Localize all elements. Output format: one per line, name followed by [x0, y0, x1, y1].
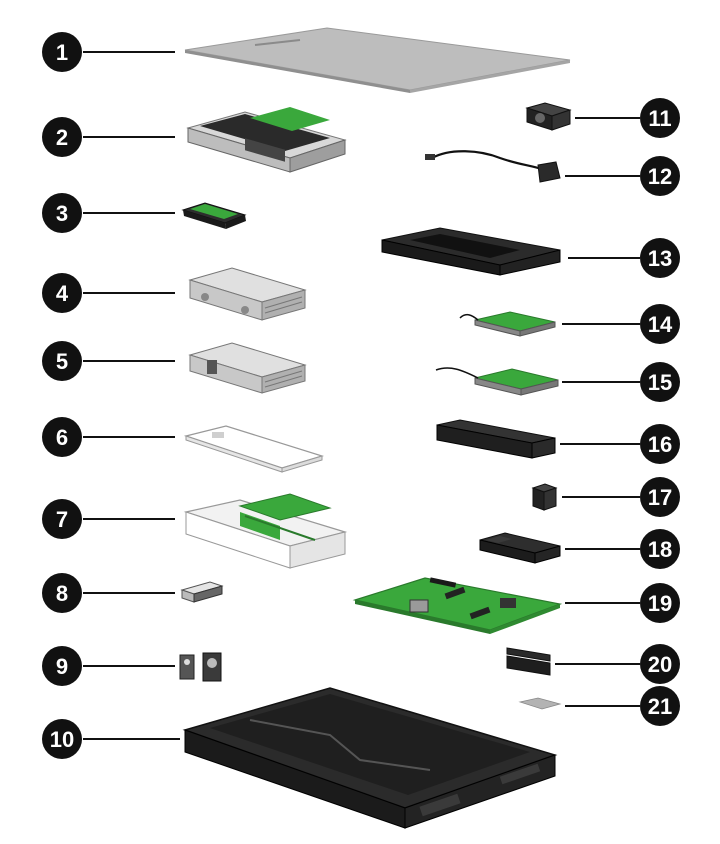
part-11-fan [525, 102, 572, 131]
callout-disc [42, 117, 82, 157]
callout-disc [640, 583, 680, 623]
callout-18: 18 [640, 529, 680, 569]
part-15-io-board-b [435, 367, 559, 396]
callout-number: 14 [648, 312, 673, 337]
callout-11: 11 [640, 98, 680, 138]
part-17-small-bracket [531, 483, 558, 511]
callout-disc [640, 156, 680, 196]
callout-9: 9 [42, 646, 82, 686]
callout-2: 2 [42, 117, 82, 157]
callout-disc [640, 98, 680, 138]
part-19-system-board [352, 577, 563, 634]
part-16-power-supply [436, 419, 556, 459]
callout-20: 20 [640, 644, 680, 684]
callout-7: 7 [42, 499, 82, 539]
callout-number: 21 [648, 694, 672, 719]
callout-16: 16 [640, 424, 680, 464]
callout-disc [42, 341, 82, 381]
part-2-graphics-card-cage [186, 107, 347, 173]
callout-number: 9 [56, 654, 68, 679]
callout-14: 14 [640, 304, 680, 344]
callout-number: 19 [648, 591, 672, 616]
callout-8: 8 [42, 573, 82, 613]
callout-number: 3 [56, 201, 68, 226]
callout-1: 1 [42, 32, 82, 72]
part-7-riser-card-assembly [183, 493, 348, 569]
leader-lines [83, 51, 640, 740]
callout-disc [640, 362, 680, 402]
callout-number: 17 [648, 485, 672, 510]
callout-19: 19 [640, 583, 680, 623]
callout-6: 6 [42, 417, 82, 457]
callout-disc [640, 529, 680, 569]
part-13-air-duct [381, 227, 561, 276]
part-14-io-board-a [459, 311, 556, 337]
callout-disc [640, 686, 680, 726]
callout-number: 16 [648, 432, 672, 457]
callout-disc [42, 417, 82, 457]
part-5-drive-cage-b [188, 342, 307, 394]
callout-disc [42, 32, 82, 72]
callout-number: 15 [648, 370, 672, 395]
callout-disc [42, 193, 82, 233]
callout-number: 11 [648, 106, 671, 131]
part-10-chassis [182, 687, 558, 829]
callout-15: 15 [640, 362, 680, 402]
part-1-access-panel [184, 27, 571, 93]
callout-number: 10 [50, 727, 74, 752]
part-12-cable [425, 150, 561, 183]
callout-13: 13 [640, 238, 680, 278]
part-9-front-ports-bracket [179, 652, 222, 682]
callout-number: 7 [56, 507, 68, 532]
callout-21: 21 [640, 686, 680, 726]
callout-number: 4 [56, 281, 69, 306]
callout-17: 17 [640, 477, 680, 517]
part-6-card-bracket-white [183, 425, 325, 473]
callouts-left: 1 2 3 4 5 6 7 8 [42, 32, 82, 759]
callout-3: 3 [42, 193, 82, 233]
callout-disc [42, 573, 82, 613]
callout-number: 5 [56, 349, 68, 374]
callout-disc [42, 646, 82, 686]
callout-disc [640, 238, 680, 278]
callout-number: 2 [56, 125, 68, 150]
callout-10: 10 [42, 719, 82, 759]
callout-number: 8 [56, 581, 68, 606]
callouts-right: 11 12 13 14 15 16 17 18 [640, 98, 680, 726]
callout-disc [42, 719, 82, 759]
callout-number: 13 [648, 246, 672, 271]
part-20-memory-modules [506, 647, 551, 676]
callout-number: 18 [648, 537, 672, 562]
callout-disc [42, 499, 82, 539]
part-3-ssd-module [181, 202, 247, 229]
callout-5: 5 [42, 341, 82, 381]
callout-number: 12 [648, 164, 672, 189]
callout-12: 12 [640, 156, 680, 196]
part-4-drive-cage-a [188, 267, 307, 321]
part-8-small-connector-module [180, 581, 224, 603]
callout-disc [640, 424, 680, 464]
callout-disc [640, 477, 680, 517]
callout-disc [640, 304, 680, 344]
callout-disc [42, 273, 82, 313]
callout-number: 1 [56, 40, 68, 65]
part-18-heat-sink [479, 532, 561, 564]
part-21-thermal-pad [518, 697, 562, 710]
callout-number: 6 [56, 425, 68, 450]
callout-number: 20 [648, 652, 672, 677]
callout-disc [640, 644, 680, 684]
callout-4: 4 [42, 273, 82, 313]
